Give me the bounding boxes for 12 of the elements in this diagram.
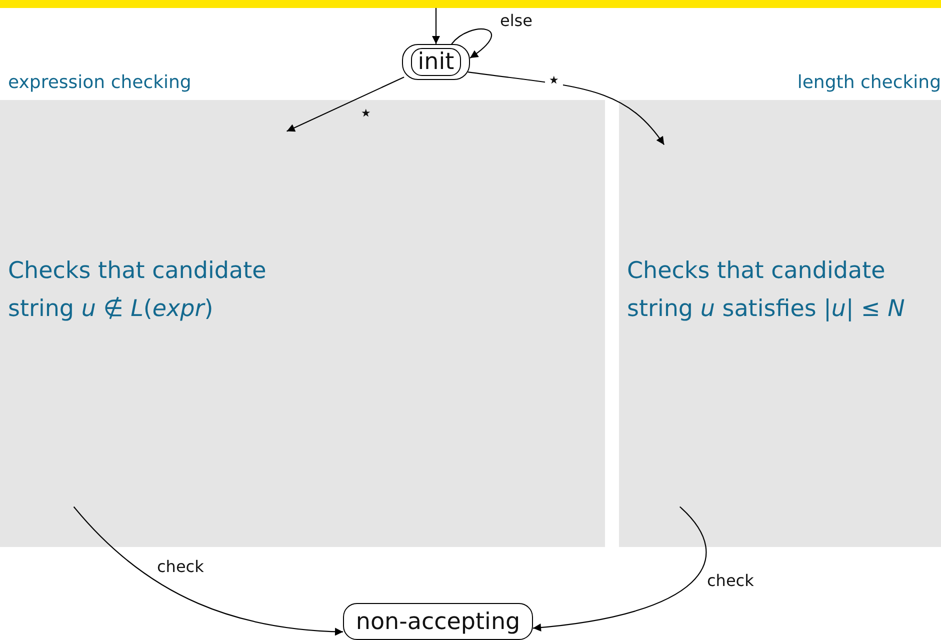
transition-arrow: [286, 76, 404, 132]
panel-description: Checks that candidate string u satisfies |u| ≤ N: [627, 257, 906, 324]
panel-description: Checks that candidate string u ∉ L(expr): [8, 257, 268, 324]
panel-heading: length checking: [797, 72, 941, 93]
transition-arrow: [73, 506, 344, 636]
transition-arrow: [468, 72, 665, 146]
state-node: non-accepting: [343, 603, 533, 640]
panel-heading: expression checking: [8, 72, 192, 93]
self-loop-arrow: [451, 28, 492, 58]
transition-arrow: [532, 506, 706, 632]
transition-arrow: [432, 8, 440, 44]
initial-state-node: init: [402, 44, 470, 80]
